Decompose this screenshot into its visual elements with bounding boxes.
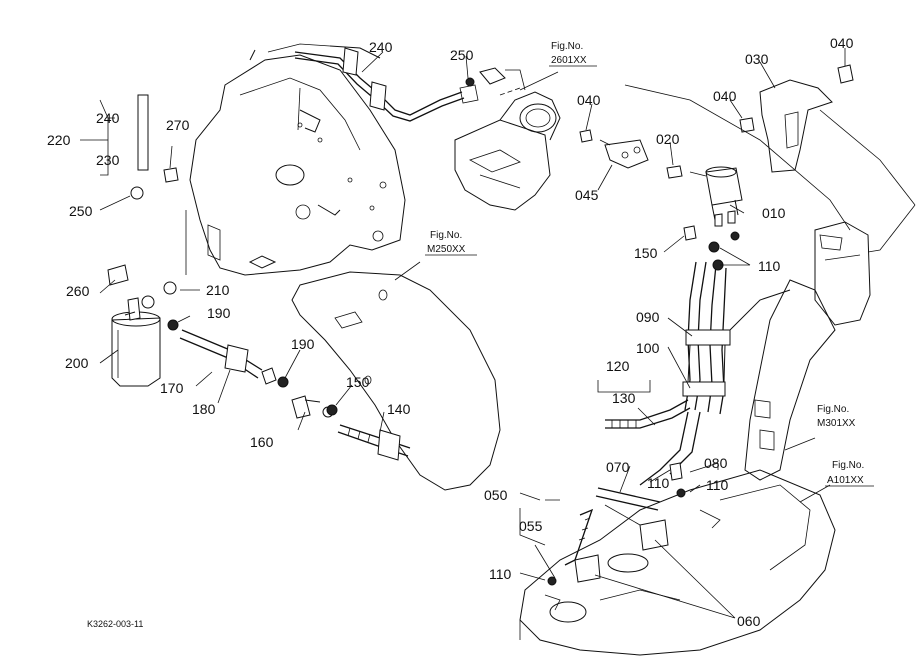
callout-150b: 150 xyxy=(634,245,658,261)
callout-070: 070 xyxy=(606,459,630,475)
lower-plate xyxy=(291,271,501,491)
callout-190b: 190 xyxy=(291,336,315,352)
cover-030 xyxy=(739,64,854,173)
callout-180: 180 xyxy=(192,401,216,417)
bracket-045 xyxy=(579,129,649,169)
callout-040b: 040 xyxy=(830,35,854,51)
hose-170 xyxy=(179,329,277,385)
canister-200 xyxy=(111,295,161,387)
callout-120: 120 xyxy=(606,358,630,374)
callout-240a: 240 xyxy=(369,39,393,55)
callout-110d: 110 xyxy=(489,566,512,582)
callout-055: 055 xyxy=(519,518,543,534)
fig-ref-m301-code: M301XX xyxy=(817,418,856,429)
callout-210: 210 xyxy=(206,282,230,298)
callout-labels: 240 250 270 220 240 230 250 260 210 200 … xyxy=(47,35,854,629)
fig-ref-2601-label: Fig.No. xyxy=(551,41,583,52)
figure-references: Fig.No. 2601XX Fig.No. M250XX Fig.No. M3… xyxy=(425,41,874,487)
callout-110b: 110 xyxy=(647,475,670,491)
callout-110c: 110 xyxy=(706,477,729,493)
callout-200: 200 xyxy=(65,355,89,371)
callout-130: 130 xyxy=(612,390,636,406)
callout-250a: 250 xyxy=(450,47,474,63)
hose-130 xyxy=(605,399,691,429)
fuel-tank xyxy=(519,469,836,656)
main-frame xyxy=(185,43,406,276)
fig-ref-a101-label: Fig.No. xyxy=(832,460,864,471)
fig-ref-m301-label: Fig.No. xyxy=(817,404,849,415)
tube-bundle xyxy=(639,261,791,486)
fig-ref-m250-label: Fig.No. xyxy=(430,230,462,241)
callout-030: 030 xyxy=(745,51,769,67)
callout-150a: 150 xyxy=(346,374,370,390)
air-intake-assembly xyxy=(454,67,561,211)
fig-ref-a101-code: A101XX xyxy=(827,475,864,486)
callout-100: 100 xyxy=(636,340,660,356)
callout-020: 020 xyxy=(656,131,680,147)
callout-240b: 240 xyxy=(96,110,120,126)
fig-ref-2601-code: 2601XX xyxy=(551,55,587,66)
joint-160 xyxy=(291,395,334,419)
callout-040c: 040 xyxy=(713,88,737,104)
callout-080: 080 xyxy=(704,455,728,471)
canister-010 xyxy=(666,165,743,227)
callout-230: 230 xyxy=(96,152,120,168)
small-fittings xyxy=(107,77,740,586)
fig-ref-m250-code: M250XX xyxy=(427,244,466,255)
leader-lines xyxy=(80,48,846,619)
right-structure xyxy=(624,84,916,481)
lower-hoses xyxy=(564,487,669,583)
callout-140: 140 xyxy=(387,401,411,417)
callout-190a: 190 xyxy=(207,305,231,321)
callout-160: 160 xyxy=(250,434,274,450)
callout-090: 090 xyxy=(636,309,660,325)
document-code: K3262-003-11 xyxy=(87,619,143,629)
callout-260: 260 xyxy=(66,283,90,299)
hose-140 xyxy=(337,424,411,461)
callout-040a: 040 xyxy=(577,92,601,108)
callout-170: 170 xyxy=(160,380,184,396)
callout-050: 050 xyxy=(484,487,508,503)
callout-060: 060 xyxy=(737,613,761,629)
callout-250b: 250 xyxy=(69,203,93,219)
callout-045: 045 xyxy=(575,187,599,203)
callout-220: 220 xyxy=(47,132,71,148)
callout-270: 270 xyxy=(166,117,190,133)
callout-010: 010 xyxy=(762,205,786,221)
callout-110a: 110 xyxy=(758,258,781,274)
